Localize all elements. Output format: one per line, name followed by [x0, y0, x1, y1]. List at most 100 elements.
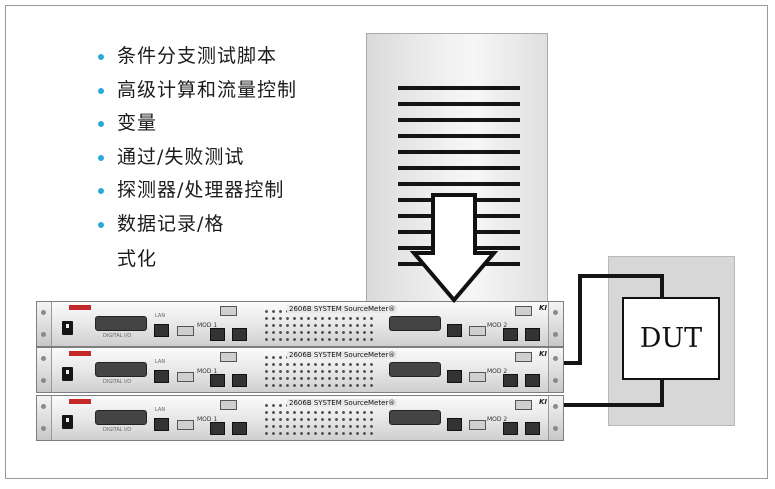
sourcemeter-unit: DIGITAL I/O LAN MOD 1 2606B SYSTEM SourceMe…	[36, 301, 564, 347]
brand-logo	[69, 399, 91, 404]
keithley-logo-icon: KI	[539, 350, 548, 358]
feature-item: 数据记录/格	[97, 208, 297, 242]
power-switch-icon	[62, 367, 73, 381]
brand-logo	[69, 305, 91, 310]
usb-port-icon	[515, 306, 532, 316]
dut-box: DUT	[622, 297, 720, 380]
cable-upper-line	[564, 274, 664, 365]
lan-port-icon	[154, 324, 169, 337]
brand-logo	[69, 351, 91, 356]
bullet-dot-icon	[98, 154, 104, 161]
mod-label: MOD 2	[487, 416, 508, 423]
digital-io-connector	[389, 362, 441, 377]
bullet-dot-icon	[98, 188, 104, 194]
feature-item: 变量	[97, 107, 297, 141]
rack-ear	[548, 348, 563, 392]
lan-port-icon	[154, 418, 169, 431]
script-line	[398, 134, 520, 138]
feature-text: 高级计算和流量控制	[117, 78, 298, 101]
digital-io-connector	[389, 316, 441, 331]
lan-label: LAN	[155, 359, 166, 365]
rack-ear	[37, 348, 52, 392]
tsp-link-port-icon	[232, 328, 247, 341]
bullet-dot-icon	[98, 121, 104, 127]
feature-text: 探测器/处理器控制	[117, 179, 285, 201]
tsp-link-port-icon	[503, 422, 518, 435]
digital-io-label: DIGITAL I/O	[103, 379, 132, 385]
tsp-link-port-icon	[525, 328, 540, 341]
vent-grille	[263, 354, 377, 388]
usb-port-icon	[177, 326, 194, 336]
usb-port-icon	[515, 400, 532, 410]
rack-ear	[548, 302, 563, 346]
script-line	[398, 182, 520, 186]
rack-ear	[37, 302, 52, 346]
feature-text: 通过/失败测试	[117, 145, 245, 168]
mod-label: MOD 2	[487, 368, 508, 375]
keithley-logo-icon: KI	[539, 398, 548, 406]
bullet-dot-icon	[98, 54, 104, 60]
tsp-link-port-icon	[503, 374, 518, 387]
tsp-link-port-icon	[503, 328, 518, 341]
mod-label: MOD 1	[197, 322, 218, 329]
script-line	[398, 102, 520, 106]
tsp-link-port-icon	[525, 422, 540, 435]
lan-label: LAN	[155, 407, 166, 413]
feature-text: 条件分支测试脚本	[117, 45, 278, 67]
keithley-logo-icon: KI	[539, 304, 548, 312]
cable-lower-line	[564, 378, 664, 407]
usb-port-icon	[469, 326, 486, 336]
vent-grille	[263, 308, 377, 342]
usb-port-icon	[220, 400, 237, 410]
feature-item: 高级计算和流量控制	[97, 74, 297, 108]
script-line	[398, 166, 520, 170]
dut-label: DUT	[639, 323, 703, 354]
digital-io-connector	[95, 316, 147, 331]
digital-io-label: DIGITAL I/O	[103, 333, 132, 339]
power-switch-icon	[62, 321, 73, 335]
digital-io-connector	[389, 410, 441, 425]
feature-text: 数据记录/格	[117, 212, 225, 235]
lan-port-icon	[447, 418, 462, 431]
mod-label: MOD 1	[197, 416, 218, 423]
usb-port-icon	[177, 372, 194, 382]
rack-ear	[37, 396, 52, 440]
usb-port-icon	[469, 372, 486, 382]
tsp-link-port-icon	[232, 374, 247, 387]
tsp-link-port-icon	[525, 374, 540, 387]
model-label: 2606B SYSTEM SourceMeter®	[287, 351, 398, 359]
feature-list: 条件分支测试脚本 高级计算和流量控制 变量 通过/失败测试 探测器/处理器控制 …	[97, 40, 297, 241]
bullet-dot-icon	[98, 87, 104, 94]
sourcemeter-unit: DIGITAL I/O LAN MOD 1 2606B SYSTEM SourceMe…	[36, 395, 564, 441]
download-arrow-icon	[409, 193, 499, 304]
script-line	[398, 118, 520, 122]
digital-io-connector	[95, 410, 147, 425]
rack-ear	[548, 396, 563, 440]
tsp-link-port-icon	[210, 422, 225, 435]
tsp-link-port-icon	[210, 374, 225, 387]
bullet-dot-icon	[98, 221, 104, 228]
feature-item: 条件分支测试脚本	[97, 40, 297, 74]
model-label: 2606B SYSTEM SourceMeter®	[287, 305, 398, 313]
usb-port-icon	[220, 306, 237, 316]
cable-upper	[564, 274, 664, 365]
lan-label: LAN	[155, 313, 166, 319]
feature-item: 通过/失败测试	[97, 141, 297, 175]
lan-port-icon	[447, 370, 462, 383]
usb-port-icon	[220, 352, 237, 362]
power-switch-icon	[62, 415, 73, 429]
lan-port-icon	[447, 324, 462, 337]
digital-io-label: DIGITAL I/O	[103, 427, 132, 433]
usb-port-icon	[515, 352, 532, 362]
tsp-link-port-icon	[210, 328, 225, 341]
script-line	[398, 86, 520, 90]
usb-port-icon	[177, 420, 194, 430]
lan-port-icon	[154, 370, 169, 383]
vent-grille	[263, 402, 377, 436]
model-label: 2606B SYSTEM SourceMeter®	[287, 399, 398, 407]
script-line	[398, 150, 520, 154]
tsp-link-port-icon	[232, 422, 247, 435]
mod-label: MOD 2	[487, 322, 508, 329]
